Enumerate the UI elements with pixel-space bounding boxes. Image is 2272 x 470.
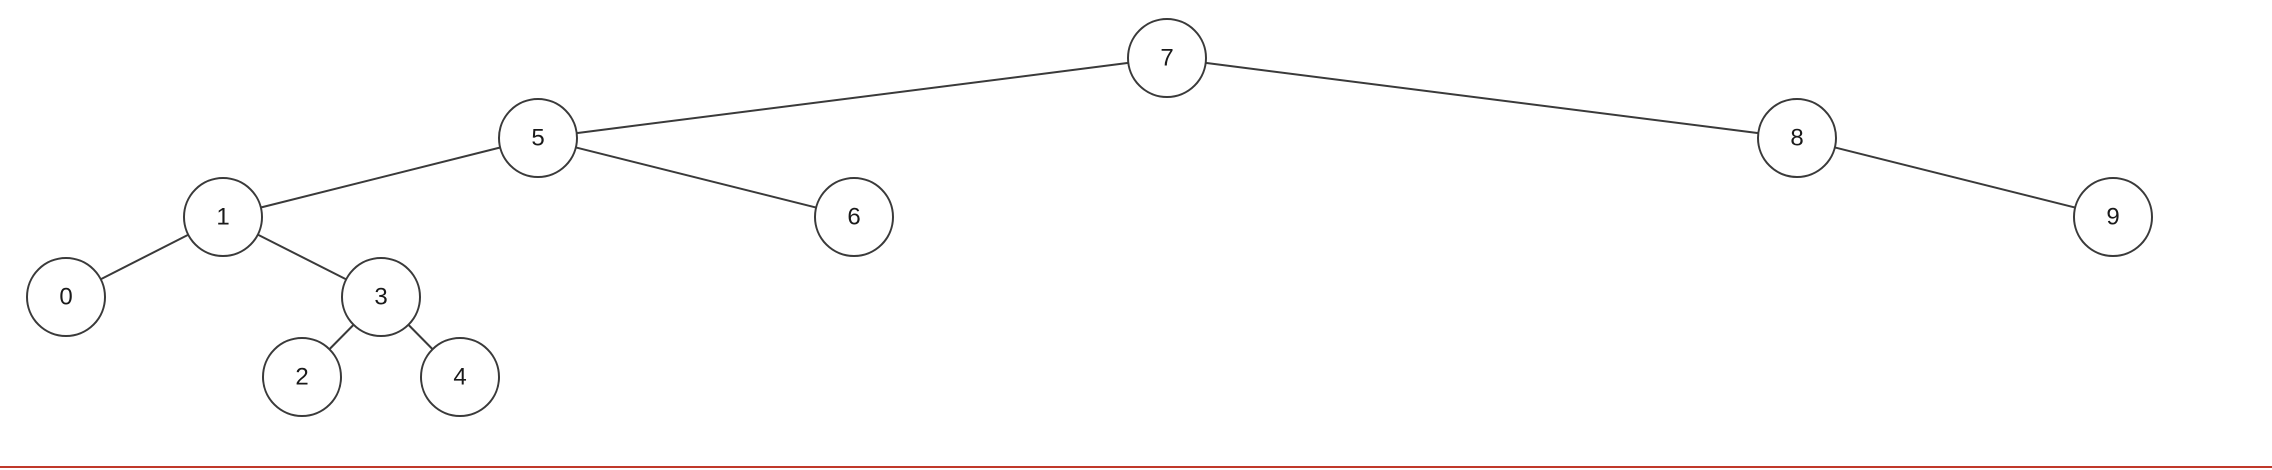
tree-edge-7-5 (576, 61, 1129, 135)
tree-edge-5-6 (575, 146, 817, 209)
tree-edge-7-8 (1205, 61, 1759, 135)
tree-node-6: 6 (814, 177, 894, 257)
tree-node-label: 7 (1160, 45, 1173, 72)
tree-node-circle (498, 98, 578, 178)
tree-node-9: 9 (2073, 177, 2153, 257)
tree-node-circle (262, 337, 342, 417)
tree-node-label: 5 (531, 125, 544, 152)
tree-edge-3-2 (328, 324, 355, 350)
tree-node-circle (183, 177, 263, 257)
tree-node-8: 8 (1757, 98, 1837, 178)
tree-node-circle (2073, 177, 2153, 257)
tree-node-circle (814, 177, 894, 257)
tree-node-2: 2 (262, 337, 342, 417)
tree-node-label: 4 (453, 364, 466, 391)
tree-node-label: 0 (59, 284, 72, 311)
tree-node-label: 2 (295, 364, 308, 391)
tree-edge-1-3 (257, 233, 347, 281)
tree-edges (100, 61, 2076, 350)
tree-node-label: 1 (216, 204, 229, 231)
bottom-divider (0, 466, 2272, 468)
tree-edge-3-4 (407, 324, 434, 350)
tree-node-3: 3 (341, 257, 421, 337)
tree-node-label: 9 (2106, 204, 2119, 231)
tree-node-circle (26, 257, 106, 337)
tree-nodes: 7 5 8 1 6 9 0 3 2 4 (26, 18, 2153, 417)
tree-edge-8-9 (1834, 146, 2076, 209)
tree-node-label: 8 (1790, 125, 1803, 152)
tree-node-label: 6 (847, 204, 860, 231)
tree-node-label: 3 (374, 284, 387, 311)
tree-edge-1-0 (100, 233, 189, 281)
tree-node-1: 1 (183, 177, 263, 257)
tree-node-7: 7 (1127, 18, 1207, 98)
tree-node-0: 0 (26, 257, 106, 337)
tree-node-4: 4 (420, 337, 500, 417)
tree-node-circle (341, 257, 421, 337)
tree-node-5: 5 (498, 98, 578, 178)
tree-edge-5-1 (260, 146, 501, 209)
tree-node-circle (1127, 18, 1207, 98)
tree-node-circle (1757, 98, 1837, 178)
tree-node-circle (420, 337, 500, 417)
